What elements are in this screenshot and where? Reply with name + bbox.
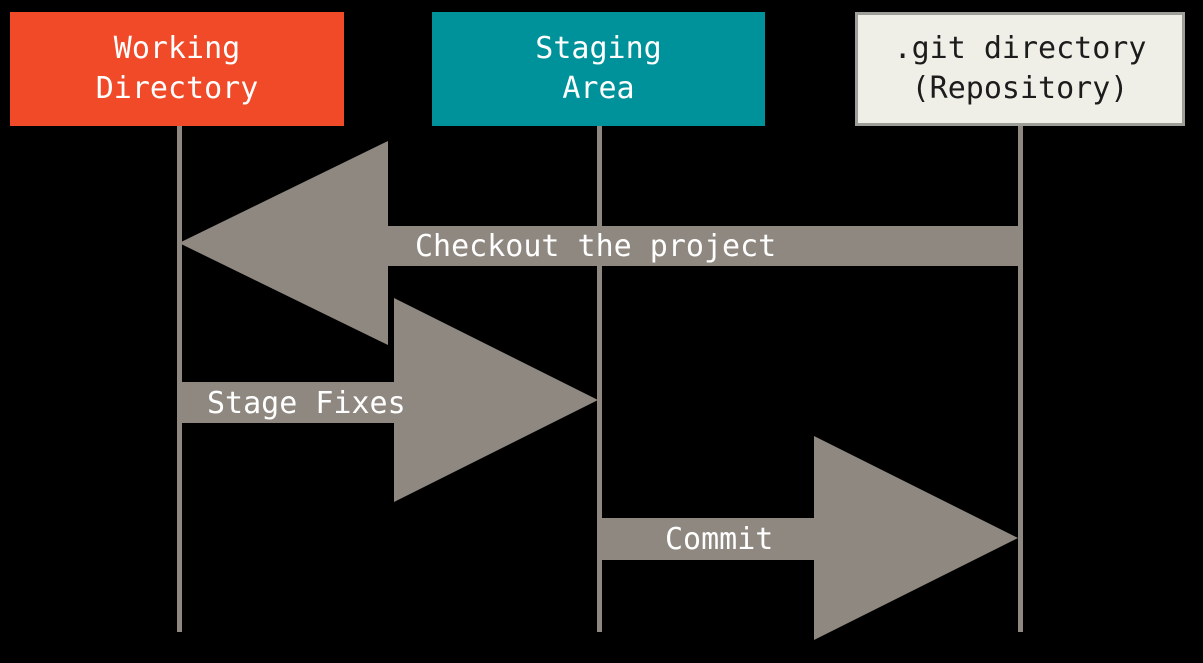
lifeline-git-directory bbox=[1018, 126, 1023, 632]
arrow-label-commit: Commit bbox=[665, 522, 774, 557]
arrow-stage-fixes-head-right-icon bbox=[394, 298, 598, 502]
lifeline-staging-area bbox=[597, 126, 602, 632]
arrow-commit-head-right-icon bbox=[814, 436, 1018, 640]
node-staging-area: Staging Area bbox=[432, 12, 765, 126]
node-git-directory: .git directory (Repository) bbox=[855, 12, 1185, 126]
lifeline-working-directory bbox=[177, 126, 182, 632]
arrow-checkout-head-left-icon bbox=[179, 141, 388, 345]
arrow-stage-fixes-shaft bbox=[178, 382, 400, 423]
node-working-directory: Working Directory bbox=[10, 12, 344, 126]
arrow-checkout-shaft bbox=[386, 226, 1023, 266]
arrow-label-checkout: Checkout the project bbox=[415, 229, 777, 264]
arrow-commit-shaft bbox=[598, 518, 820, 560]
arrow-label-stage-fixes: Stage Fixes bbox=[207, 386, 406, 421]
